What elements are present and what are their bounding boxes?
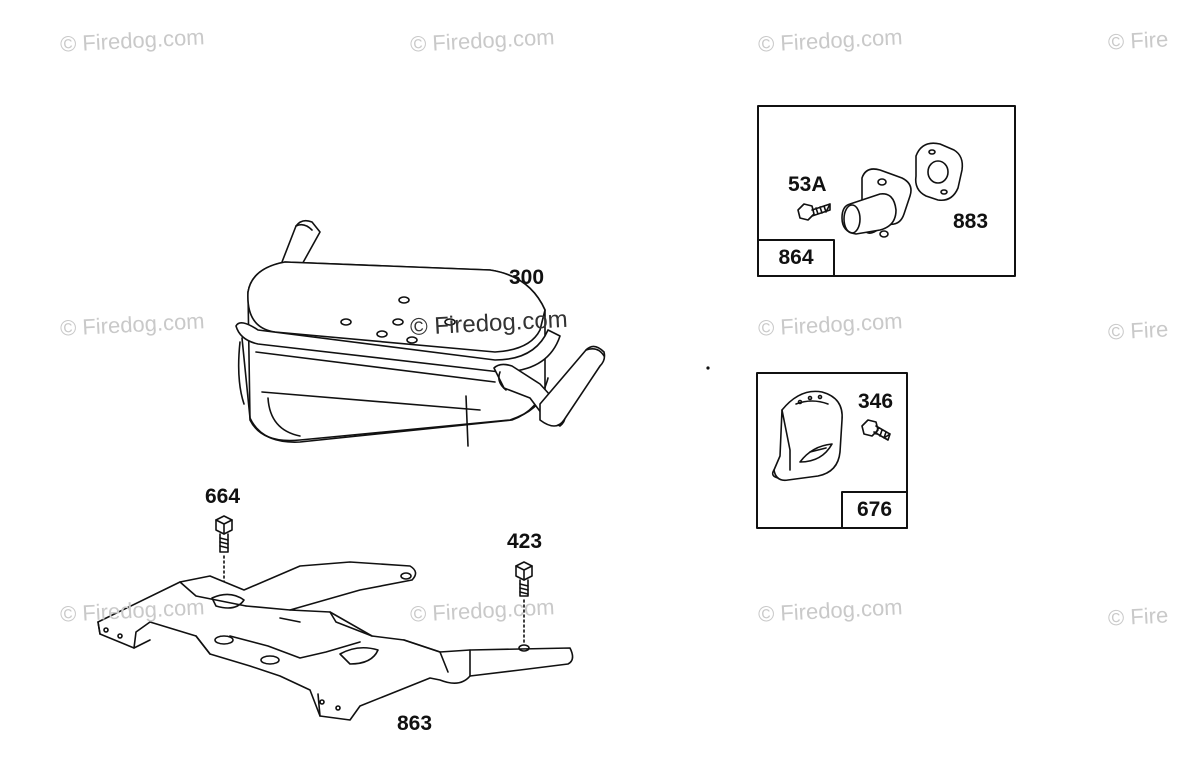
callout-883: 883 [953, 210, 989, 233]
callout-346: 346 [858, 390, 894, 413]
screw-423-drawing [515, 561, 533, 643]
kit-864-drawing [757, 105, 1016, 277]
callout-863: 863 [397, 712, 433, 735]
muffler-drawing [235, 219, 606, 447]
callout-53a: 53A [788, 173, 827, 196]
callout-664: 664 [205, 485, 241, 508]
callout-864: 864 [778, 246, 814, 269]
kit-676-drawing [756, 372, 908, 529]
callout-423: 423 [507, 530, 543, 553]
bracket-drawing [97, 561, 574, 721]
callout-300: 300 [509, 266, 545, 289]
screw-664-drawing [215, 515, 233, 633]
callout-676: 676 [856, 498, 893, 521]
